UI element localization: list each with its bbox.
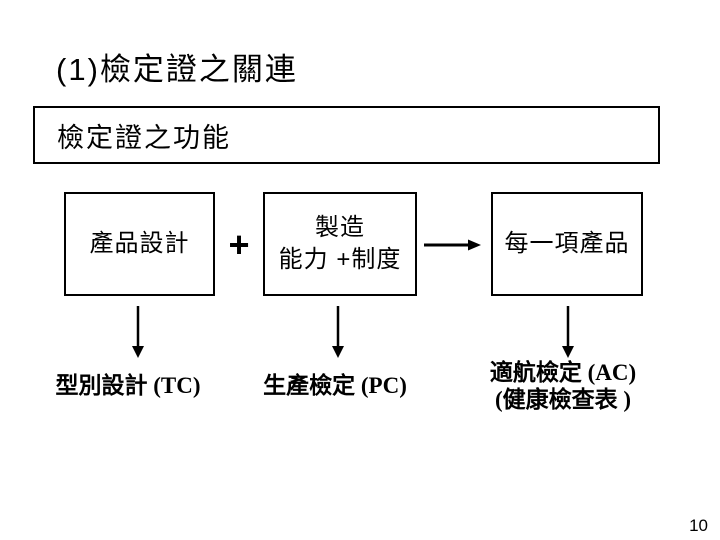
airworthiness-certificate-label: 適航檢定 (AC) (健康檢查表 ) — [466, 359, 660, 413]
slide-title: (1)檢定證之關連 — [56, 52, 298, 87]
arrow-down-icon — [330, 306, 346, 363]
type-certificate-label: 型別設計 (TC) — [55, 373, 201, 398]
function-header-box: 檢定證之功能 — [33, 106, 660, 164]
airworthiness-certificate-line2: (健康檢查表 ) — [494, 387, 632, 412]
manufacturing-box: 製造 能力 +制度 — [263, 192, 417, 296]
page-number: 10 — [689, 516, 708, 535]
arrow-down-icon — [130, 306, 146, 363]
product-design-label: 產品設計 — [89, 230, 190, 257]
function-header-label: 檢定證之功能 — [57, 122, 231, 153]
each-product-box: 每一項產品 — [491, 192, 643, 296]
manufacturing-label-line2: 能力 +制度 — [278, 246, 402, 273]
product-design-box: 產品設計 — [64, 192, 215, 296]
each-product-label: 每一項產品 — [504, 230, 630, 257]
airworthiness-certificate-line1: 適航檢定 (AC) — [489, 360, 637, 385]
production-certificate-label: 生產檢定 (PC) — [263, 373, 407, 398]
plus-sign: + — [228, 224, 250, 265]
arrow-down-icon — [560, 306, 576, 363]
arrow-right-icon — [424, 238, 482, 257]
manufacturing-label-line1: 製造 — [315, 214, 365, 241]
